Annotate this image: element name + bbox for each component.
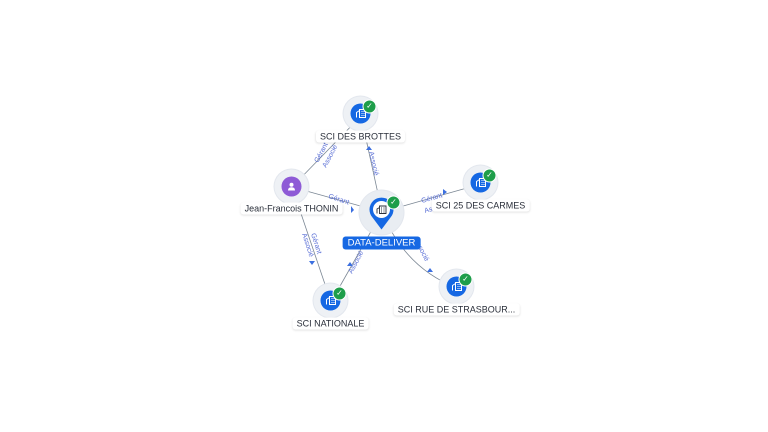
node-label-sci-nationale: SCI NATIONALE — [292, 317, 369, 330]
edge-label-center-brottes: Associé — [367, 151, 379, 177]
node-label-sci-rue-de-strasbourg: SCI RUE DE STRASBOUR... — [393, 303, 520, 316]
edge-arrow — [347, 262, 353, 266]
verified-check-icon: ✓ — [386, 195, 401, 210]
person-icon — [288, 182, 295, 191]
node-sci-rue-de-strasbourg[interactable]: ✓ SCI RUE DE STRASBOUR... — [393, 269, 520, 316]
node-jean-francois-thonin[interactable]: Jean-Francois THONIN — [240, 169, 343, 215]
edge-arrow — [351, 206, 354, 213]
node-label-jean-francois-thonin: Jean-Francois THONIN — [240, 202, 343, 215]
node-disc — [281, 176, 302, 197]
node-label-sci-25-des-carmes: SCI 25 DES CARMES — [431, 199, 530, 212]
node-label-data-deliver: DATA-DELIVER — [342, 236, 421, 250]
verified-check-icon: ✓ — [482, 168, 497, 183]
edge-arrow — [309, 261, 315, 265]
node-data-deliver[interactable]: ✓ DATA-DELIVER — [342, 190, 421, 250]
edge-arrow — [366, 146, 372, 150]
edge-arrow — [443, 189, 447, 195]
node-sci-des-brottes[interactable]: ✓ SCI DES BROTTES — [315, 96, 406, 143]
verified-check-icon: ✓ — [362, 99, 377, 114]
verified-check-icon: ✓ — [332, 286, 347, 301]
node-sci-25-des-carmes[interactable]: ✓ SCI 25 DES CARMES — [431, 165, 530, 212]
verified-check-icon: ✓ — [458, 272, 473, 287]
node-label-sci-des-brottes: SCI DES BROTTES — [315, 130, 406, 143]
node-sci-nationale[interactable]: ✓ SCI NATIONALE — [292, 283, 369, 330]
edge-arrow — [427, 268, 433, 272]
